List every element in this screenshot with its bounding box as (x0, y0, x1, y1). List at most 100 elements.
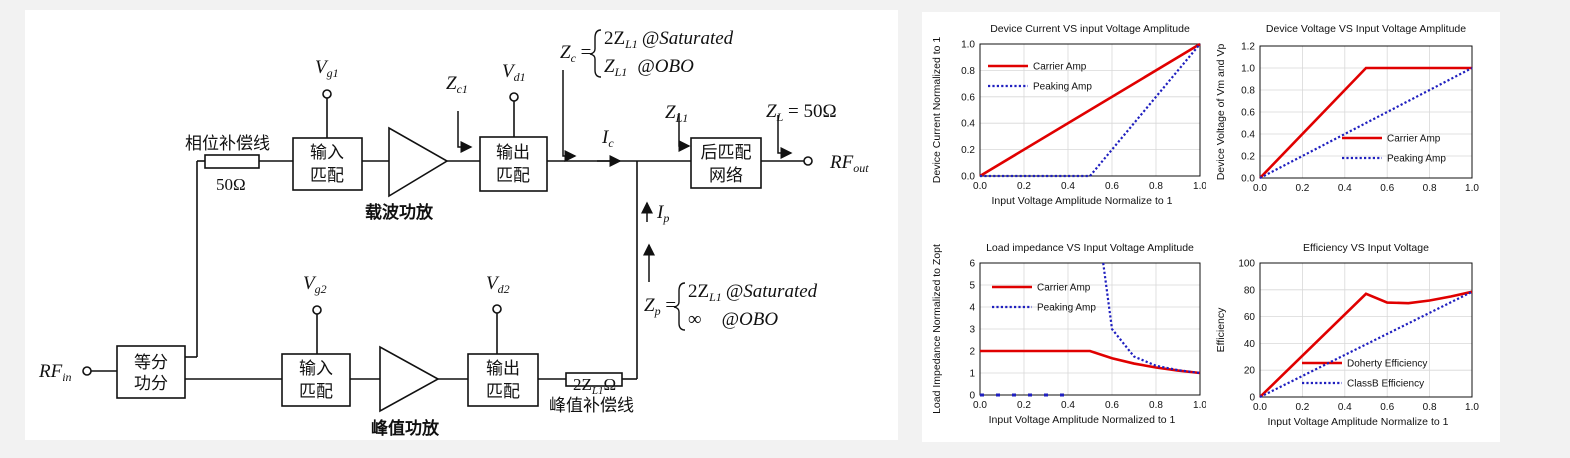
x-tick-label: 0.2 (1295, 402, 1309, 413)
y-tick-label: 100 (1238, 259, 1255, 270)
phase-line-value: 50Ω (216, 175, 246, 194)
y-tick-label: 0.8 (1241, 86, 1255, 97)
y-tick-label: 0.2 (961, 145, 975, 156)
splitter-line1: 等分 (134, 353, 168, 372)
splitter-box (116, 345, 186, 399)
zc-eq-case2: ZL1@OBO (604, 56, 694, 79)
y-tick-label: 0.4 (961, 119, 975, 130)
x-tick-label: 0.0 (1253, 183, 1267, 194)
post-match-line2: 网络 (709, 166, 743, 185)
zl1-label: ZL1 (665, 102, 688, 125)
x-tick-label: 1.0 (1465, 183, 1479, 194)
x-tick-label: 0.4 (1338, 183, 1352, 194)
x-tick-label: 1.0 (1465, 402, 1479, 413)
zc-eq-lhs: Zc = (560, 42, 591, 65)
vg1-pin (322, 89, 332, 99)
x-tick-label: 0.8 (1149, 400, 1163, 411)
x-tick-label: 0.2 (1017, 400, 1031, 411)
ip-label: Ip (656, 202, 669, 225)
splitter-line2: 功分 (134, 374, 168, 393)
legend-label: Peaking Amp (1037, 303, 1096, 314)
x-tick-label: 0.2 (1017, 181, 1031, 192)
y-tick-label: 1.0 (961, 40, 975, 51)
zc-arrow (562, 70, 577, 162)
x-tick-label: 0.4 (1061, 400, 1075, 411)
y-tick-label: 40 (1244, 339, 1256, 350)
zc1-label: Zc1 (446, 73, 468, 96)
rf-out-label: RFout (829, 152, 869, 175)
y-tick-label: 5 (969, 281, 975, 292)
post-match-box (690, 137, 762, 189)
vg1-label: Vg1 (315, 57, 339, 80)
legend-label: Carrier Amp (1037, 283, 1091, 294)
x-tick-label: 0.2 (1295, 183, 1309, 194)
y-axis-label: Efficiency (1215, 307, 1227, 352)
zp-eq-lhs: Zp = (644, 295, 676, 318)
series-line-carrier-amp (1259, 66, 1472, 179)
series-line-doherty-efficiency (1259, 290, 1473, 398)
series-line-peaking-amp (980, 43, 1201, 178)
y-tick-label: 80 (1244, 285, 1256, 296)
vd1-label: Vd1 (502, 61, 526, 84)
rf-in-label: RFin (38, 361, 72, 384)
vd1-pin (509, 92, 519, 102)
zl-arrow (777, 115, 793, 159)
peak-line-label: 峰值补偿线 (549, 396, 634, 415)
carrier-input-line1: 输入 (310, 143, 344, 162)
rf-in-port (82, 366, 92, 376)
y-tick-label: 1.0 (1241, 64, 1255, 75)
carrier-output-line2: 匹配 (496, 166, 530, 185)
peak-amp-label: 峰值功放 (371, 418, 440, 438)
x-tick-label: 0.0 (973, 181, 987, 192)
y-tick-label: 3 (969, 325, 975, 336)
peak-output-line2: 匹配 (486, 382, 520, 401)
y-axis-label: Device Current Normalized to 1 (931, 37, 943, 184)
chart-load-impedance: Load impedance VS Input Voltage Amplitud… (928, 237, 1207, 442)
plot-frame (1259, 262, 1473, 398)
phase-line-label: 相位补偿线 (185, 134, 270, 153)
peak-input-match-box (281, 353, 351, 407)
zp-brace (673, 282, 686, 331)
zc-brace (589, 29, 602, 78)
ic-label: Ic (601, 127, 614, 150)
vd2-label: Vd2 (486, 273, 510, 296)
x-tick-label: 0.6 (1380, 183, 1394, 194)
x-tick-label: 0.8 (1423, 402, 1437, 413)
legend-label: Carrier Amp (1033, 62, 1087, 73)
peak-amp-triangle (379, 345, 440, 413)
y-tick-label: 20 (1244, 366, 1256, 377)
series-line-carrier-amp (980, 349, 1201, 375)
peak-output-line1: 输出 (486, 359, 520, 378)
carrier-input-line2: 匹配 (310, 166, 344, 185)
legend-label: Peaking Amp (1387, 154, 1446, 165)
y-tick-label: 6 (969, 259, 975, 270)
x-tick-label: 0.4 (1061, 181, 1075, 192)
carrier-amp-triangle (388, 126, 449, 198)
y-axis-label: Device Voltage of Vm and Vp (1215, 44, 1227, 181)
series-line-peaking-amp (1259, 67, 1473, 179)
x-tick-label: 1.0 (1193, 400, 1206, 411)
legend-label: Peaking Amp (1033, 82, 1092, 93)
y-tick-label: 1 (969, 369, 975, 380)
x-tick-label: 1.0 (1193, 181, 1206, 192)
carrier-output-line1: 输出 (496, 143, 530, 162)
x-tick-label: 0.6 (1380, 402, 1394, 413)
vg2-label: Vg2 (303, 273, 327, 296)
x-tick-label: 0.6 (1105, 181, 1119, 192)
series-line-peaking-amp (1102, 262, 1201, 375)
rf-out-port (803, 156, 813, 166)
plot-frame (979, 262, 1201, 396)
zp-eq-case1: 2ZL1@Saturated (688, 281, 818, 304)
y-tick-label: 1.2 (1241, 42, 1255, 53)
y-tick-label: 0 (1249, 393, 1255, 404)
y-tick-label: 4 (969, 303, 975, 314)
peak-line-value: 2ZL1Ω (573, 375, 616, 397)
x-tick-label: 0.6 (1105, 400, 1119, 411)
vd2-pin (492, 304, 502, 314)
doherty-block-diagram: 等分 功分 输入 匹配 输出 匹配 后匹配 网络 输入 匹配 输出 匹配 相位补… (25, 10, 898, 440)
zl-label: ZL = 50Ω (766, 101, 837, 124)
post-match-line1: 后匹配 (701, 143, 752, 162)
x-axis-label: Input Voltage Amplitude Normalized to 1 (989, 414, 1176, 426)
chart-device-current: Device Current VS input Voltage Amplitud… (928, 18, 1207, 223)
